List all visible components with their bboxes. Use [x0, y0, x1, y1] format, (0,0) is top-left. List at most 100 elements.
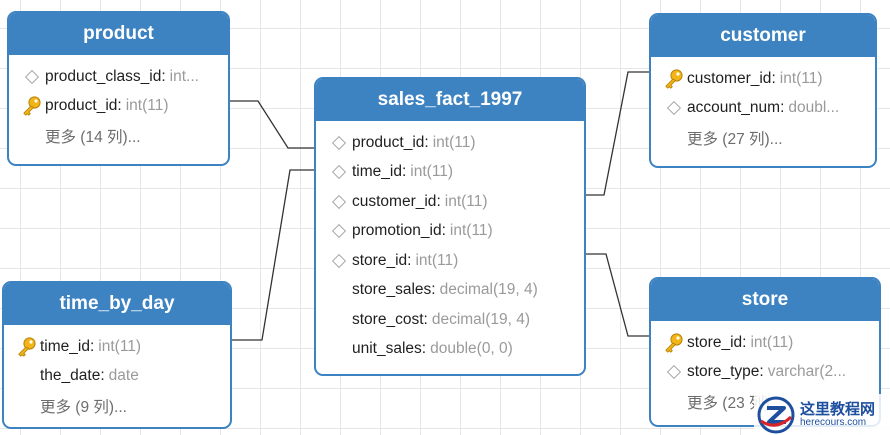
entity-title: time_by_day	[4, 283, 230, 325]
field-separator: :	[117, 97, 122, 115]
key-shape	[665, 333, 683, 353]
entity-title: customer	[651, 15, 875, 57]
field-type: int(11)	[432, 133, 476, 151]
entity-fields: product_class_id:int...product_id:int(11…	[9, 55, 228, 151]
more-columns-label: 更多 (9 列)...	[40, 398, 127, 416]
field-name: time_id	[40, 337, 90, 355]
field-type: int(11)	[750, 333, 794, 351]
relationship-line-time-sales	[232, 169, 316, 341]
field-name: customer_id	[687, 69, 772, 87]
field-name: promotion_id	[352, 222, 442, 240]
field-name: unit_sales	[352, 340, 422, 358]
field-type: int(11)	[415, 251, 459, 269]
field-row[interactable]: promotion_id:int(11)	[316, 217, 584, 247]
diamond-shape	[331, 194, 347, 209]
field-type: doubl...	[788, 99, 840, 117]
field-type: int...	[169, 67, 199, 85]
diamond-shape	[331, 224, 347, 239]
field-type: int(11)	[125, 97, 169, 115]
site-logo-icon	[757, 396, 795, 433]
field-separator: :	[441, 222, 446, 240]
key-shape	[665, 69, 683, 89]
key-icon	[14, 336, 40, 358]
diamond-icon	[19, 69, 45, 84]
field-type: int(11)	[779, 69, 823, 87]
more-columns-link[interactable]: 更多 (9 列)...	[4, 391, 230, 421]
field-name: store_id	[352, 251, 408, 269]
field-row[interactable]: store_id:int(11)	[651, 328, 879, 358]
field-separator: :	[100, 367, 105, 385]
field-separator: :	[742, 333, 747, 351]
more-columns-link[interactable]: 更多 (14 列)...	[9, 121, 228, 151]
diamond-shape	[666, 101, 682, 116]
field-row[interactable]: unit_sales:double(0, 0)	[316, 335, 584, 365]
diamond-icon	[326, 253, 352, 268]
field-name: store_id	[687, 333, 743, 351]
key-icon	[661, 68, 687, 90]
watermark-title: 这里教程网	[800, 399, 876, 418]
field-name: customer_id	[352, 192, 437, 210]
entity-fields: customer_id:int(11)account_num:doubl...更…	[651, 57, 875, 153]
field-row[interactable]: store_cost:decimal(19, 4)	[316, 305, 584, 335]
diamond-shape	[331, 135, 347, 150]
field-row[interactable]: product_id:int(11)	[316, 128, 584, 158]
diamond-shape	[331, 165, 347, 180]
field-type: int(11)	[98, 337, 142, 355]
field-row[interactable]: time_id:int(11)	[4, 332, 230, 362]
entity-fields: store_id:int(11)store_type:varchar(2...更…	[651, 321, 879, 417]
field-row[interactable]: store_sales:decimal(19, 4)	[316, 276, 584, 306]
field-row[interactable]: store_id:int(11)	[316, 246, 584, 276]
relationship-line-store-sales	[584, 253, 650, 337]
more-columns-link[interactable]: 更多 (27 列)...	[651, 123, 875, 153]
entity-fields: product_id:int(11)time_id:int(11)custome…	[316, 121, 584, 364]
field-separator: :	[431, 281, 436, 299]
field-name: product_id	[45, 97, 118, 115]
field-separator: :	[423, 310, 428, 328]
field-type: decimal(19, 4)	[431, 310, 531, 328]
field-separator: :	[401, 163, 407, 181]
field-row[interactable]: customer_id:int(11)	[316, 187, 584, 217]
field-separator: :	[161, 67, 166, 85]
field-row[interactable]: product_class_id:int...	[9, 62, 228, 92]
field-row[interactable]: product_id:int(11)	[9, 92, 228, 122]
diamond-shape	[24, 69, 40, 84]
field-type: decimal(19, 4)	[439, 281, 538, 299]
diamond-icon	[326, 165, 352, 180]
field-type: int(11)	[444, 192, 488, 210]
field-row[interactable]: time_id:int(11)	[316, 158, 584, 188]
field-name: account_num	[687, 99, 781, 117]
diamond-icon	[326, 194, 352, 209]
key-icon	[19, 95, 45, 117]
field-type: int(11)	[449, 222, 493, 240]
field-row[interactable]: the_date:date	[4, 362, 230, 392]
field-type: varchar(2...	[767, 363, 847, 381]
watermark-url: herecours.com	[800, 417, 867, 429]
diamond-icon	[661, 101, 687, 116]
entity-title: sales_fact_1997	[316, 79, 584, 121]
field-row[interactable]: account_num:doubl...	[651, 94, 875, 124]
diamond-icon	[661, 365, 687, 380]
field-name: store_cost	[352, 310, 424, 328]
diamond-icon	[326, 224, 352, 239]
field-row[interactable]: customer_id:int(11)	[651, 64, 875, 94]
field-separator: :	[759, 363, 764, 381]
diamond-icon	[326, 135, 352, 150]
field-name: the_date	[40, 367, 101, 385]
field-type: int(11)	[410, 163, 454, 181]
field-type: double(0, 0)	[430, 340, 513, 358]
field-separator: :	[407, 251, 412, 269]
diamond-shape	[666, 365, 682, 380]
field-separator: :	[771, 69, 776, 87]
relationship-line-customer-sales	[584, 71, 650, 196]
field-row[interactable]: store_type:varchar(2...	[651, 358, 879, 388]
key-icon	[661, 332, 687, 354]
relationship-line-product-sales	[228, 100, 316, 149]
field-name: time_id	[352, 163, 402, 181]
entity-title: product	[9, 13, 228, 55]
field-separator: :	[436, 192, 441, 210]
